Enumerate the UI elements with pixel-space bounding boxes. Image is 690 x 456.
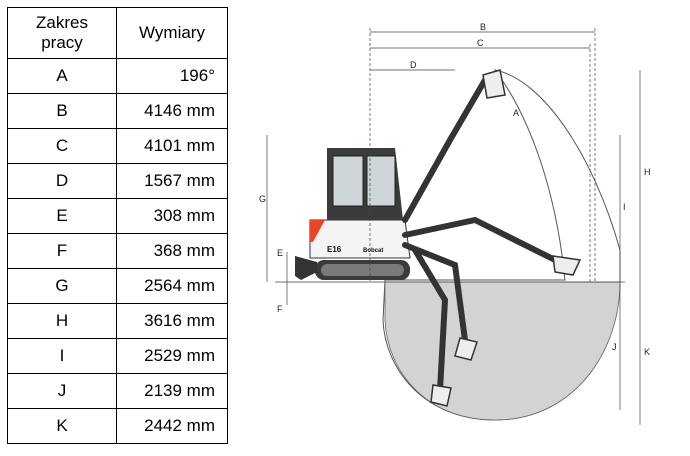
row-label: H (7, 303, 117, 339)
header-pracy: pracy (41, 33, 83, 52)
row-value: 308 mm (116, 198, 228, 234)
dozer-blade (295, 256, 317, 280)
row-value: 2564 mm (116, 268, 228, 304)
row-value: 368 mm (116, 233, 228, 269)
dim-label-i: I (623, 202, 626, 212)
model-badge: E16 (327, 245, 342, 254)
header-wymiary: Wymiary (116, 7, 228, 59)
row-value: 2139 mm (116, 373, 228, 409)
dim-label-g: G (259, 194, 266, 204)
buckets (430, 69, 582, 407)
row-label: I (7, 338, 117, 374)
row-label: J (7, 373, 117, 409)
row-label: A (7, 58, 117, 94)
row-value: 3616 mm (116, 303, 228, 339)
header-zakres: Zakres (36, 13, 88, 32)
row-label: C (7, 128, 117, 164)
row-value: 4101 mm (116, 128, 228, 164)
dim-label-h: H (644, 167, 651, 177)
row-label: B (7, 93, 117, 129)
dim-label-f: F (277, 304, 283, 314)
dim-label-a: A (513, 108, 519, 118)
arm-linkages (402, 77, 558, 393)
below-ground-dig-zone (384, 281, 621, 421)
dim-label-c: C (477, 38, 484, 48)
row-value: 2442 mm (116, 408, 228, 444)
excavator: E16 Bobcat (295, 148, 411, 280)
row-label: F (7, 233, 117, 269)
row-value: 196° (116, 58, 228, 94)
row-value: 4146 mm (116, 93, 228, 129)
dim-label-k: K (644, 347, 650, 357)
row-label: G (7, 268, 117, 304)
dim-label-e: E (277, 248, 283, 258)
table-header-row: Zakres pracy Wymiary (7, 7, 228, 59)
excavator-working-range-diagram: E16 Bobcat B C D A G H I E (259, 22, 651, 425)
row-label: E (7, 198, 117, 234)
dim-label-j: J (612, 342, 617, 352)
cab-window (332, 155, 364, 207)
brand-label: Bobcat (363, 248, 383, 254)
dimension-lines (266, 28, 641, 425)
header-zakres-pracy: Zakres pracy (7, 7, 117, 59)
row-label: D (7, 163, 117, 199)
dim-label-b: B (480, 22, 486, 32)
cab-body (309, 219, 411, 259)
row-label: K (7, 408, 117, 444)
dimension-labels: B C D A G H I E F J K (259, 22, 651, 357)
dim-label-d: D (410, 60, 417, 70)
row-value: 1567 mm (116, 163, 228, 199)
row-value: 2529 mm (116, 338, 228, 374)
cab-accent (310, 220, 325, 242)
